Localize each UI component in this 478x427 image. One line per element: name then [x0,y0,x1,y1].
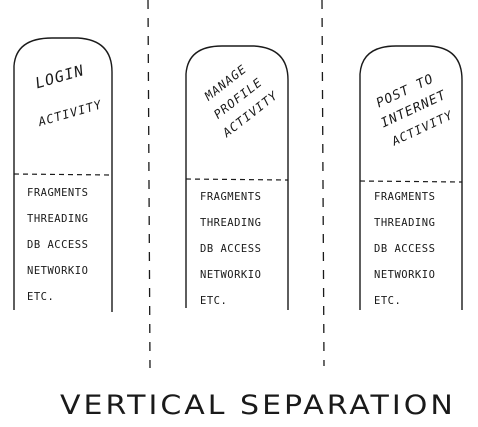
list-item: Networkio [374,269,436,281]
card-divider-login [13,173,113,176]
list-item: Networkio [200,269,262,281]
separator-line-1 [147,0,151,369]
card-divider-post [359,180,463,183]
list-item: DB Access [374,243,436,255]
card-items-login: Fragments Threading DB Access Networkio … [27,180,88,310]
list-item: Threading [27,213,89,225]
card-outline-profile [185,45,289,310]
list-item: Threading [374,217,436,229]
list-item: Etc. [200,295,228,307]
list-item: Etc. [27,291,55,303]
list-item: Networkio [27,265,89,277]
card-outline-post [359,45,463,310]
list-item: Etc. [374,295,402,307]
list-item: Threading [200,217,262,229]
card-items-profile: Fragments Threading DB Access Networkio … [200,184,261,314]
card-outline-login [13,37,113,312]
list-item: Fragments [200,191,262,203]
diagram-caption: Vertical Separation [60,389,456,422]
list-item: DB Access [27,239,89,251]
card-divider-profile [185,178,289,181]
card-items-post: Fragments Threading DB Access Networkio … [374,184,435,314]
list-item: Fragments [374,191,436,203]
list-item: DB Access [200,243,262,255]
separator-line-2 [321,0,325,367]
list-item: Fragments [27,187,89,199]
